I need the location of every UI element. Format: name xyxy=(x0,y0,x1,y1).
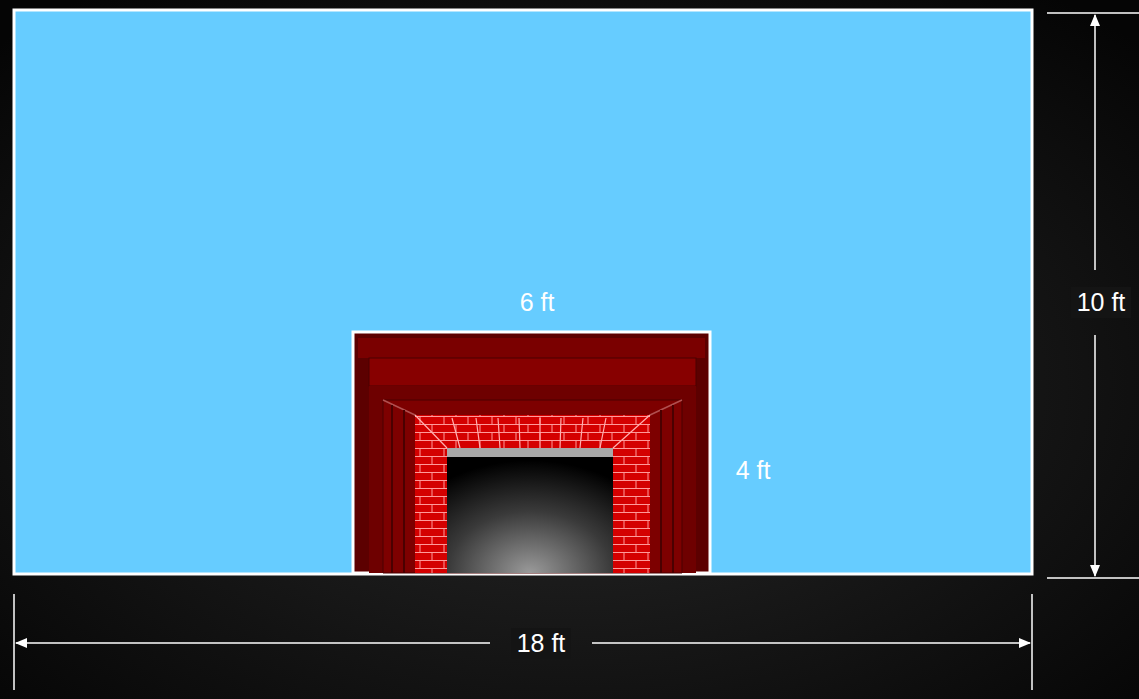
wall xyxy=(14,10,1032,574)
fireplace xyxy=(353,332,710,573)
wall-height-dimension: 10 ft xyxy=(1071,287,1132,318)
dimension-lines xyxy=(14,13,1139,690)
wall-width-dimension: 18 ft xyxy=(511,628,572,659)
width-dimension: 6 ft xyxy=(514,287,561,318)
height-dimension: 4 ft xyxy=(730,455,777,486)
